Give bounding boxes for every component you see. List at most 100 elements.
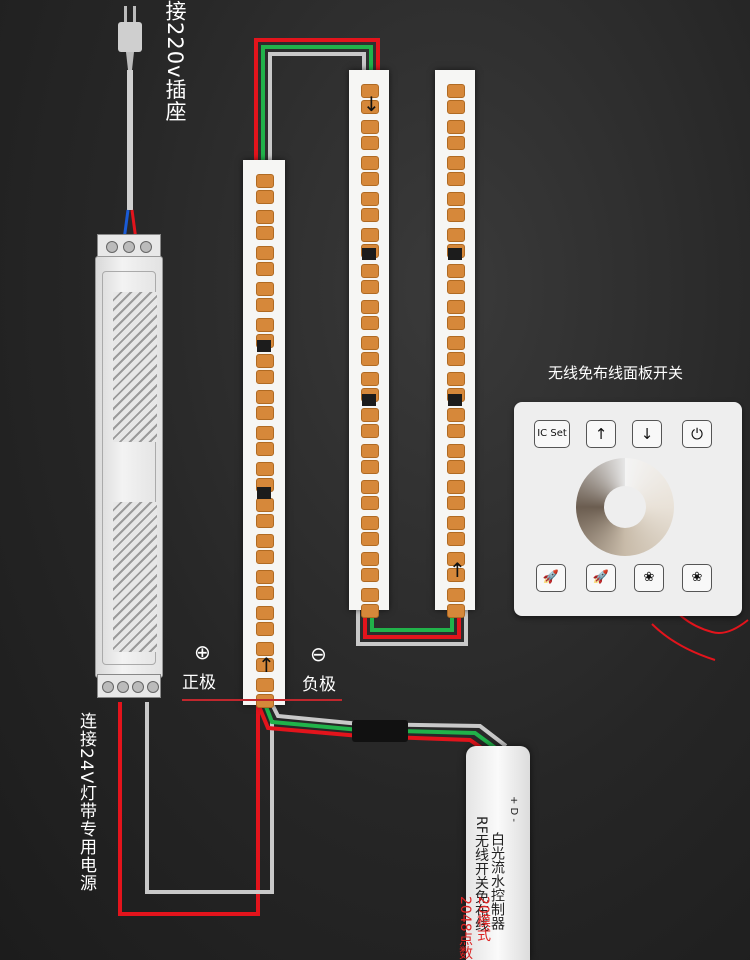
led-chip — [256, 174, 274, 188]
led-chip — [447, 316, 465, 330]
led-chip — [447, 604, 465, 618]
led-chip — [447, 192, 465, 206]
up-button[interactable]: ↑ — [586, 420, 616, 448]
led-chip — [361, 156, 379, 170]
led-chip — [447, 480, 465, 494]
led-chip — [361, 264, 379, 278]
led-chip — [447, 496, 465, 510]
controller-pins: + D - — [508, 796, 519, 823]
rf-controller: + D - 白光流水控制器 RF无线开关免布线 20模式 2048点数 — [457, 746, 530, 960]
psu-body — [95, 256, 163, 678]
mode-button[interactable]: ❀ — [634, 564, 664, 592]
controller-line1: 白光流水控制器 — [489, 832, 505, 930]
led-chip — [447, 460, 465, 474]
ic-set-button[interactable]: IC Set — [534, 420, 570, 448]
psu-panel — [102, 271, 157, 665]
positive-icon: ⊕ — [194, 640, 211, 664]
controller-modes: 20模式 — [475, 896, 491, 942]
led-chip — [361, 568, 379, 582]
down-button[interactable]: ↓ — [632, 420, 662, 448]
led-chip — [256, 570, 274, 584]
led-chip — [361, 516, 379, 530]
led-chip — [361, 336, 379, 350]
led-chip — [361, 352, 379, 366]
psu-input-terminals — [97, 234, 161, 258]
connector — [352, 720, 408, 742]
led-chip — [361, 496, 379, 510]
led-chip — [361, 172, 379, 186]
direction-arrow-icon: ↓ — [363, 92, 380, 116]
mode-alt-button[interactable]: ❀ — [682, 564, 712, 592]
controller-line2: RF无线开关免布线 — [473, 816, 489, 932]
led-chip — [447, 352, 465, 366]
led-chip — [361, 192, 379, 206]
led-chip — [447, 552, 465, 566]
led-chip — [256, 190, 274, 204]
led-chip — [447, 444, 465, 458]
led-chip — [361, 408, 379, 422]
led-chip — [256, 498, 274, 512]
controller-points: 2048点数 — [457, 896, 473, 960]
rocket-icon: 🚀 — [542, 570, 560, 585]
label-power-outlet: 接220v插座 — [163, 0, 187, 123]
led-strip-1: ↑ — [243, 160, 285, 708]
led-chip — [447, 372, 465, 386]
psu-output-terminals — [97, 674, 161, 698]
led-chip — [256, 514, 274, 528]
led-chip — [447, 588, 465, 602]
power-supply — [95, 234, 163, 704]
led-chip — [361, 588, 379, 602]
direction-arrow-icon: ↑ — [258, 653, 275, 677]
brightness-wheel[interactable] — [576, 458, 674, 556]
led-chip — [361, 460, 379, 474]
led-strip-2: ↓ — [349, 70, 389, 618]
led-chip — [361, 100, 379, 114]
led-chip — [447, 336, 465, 350]
led-chip — [361, 604, 379, 618]
led-chip — [256, 642, 274, 656]
led-chip — [447, 172, 465, 186]
led-chip — [447, 228, 465, 242]
led-chip — [447, 516, 465, 530]
controller-line3: 20模式 2048点数 — [456, 896, 492, 960]
led-chip — [256, 586, 274, 600]
speed-plus-button[interactable]: 🚀 — [536, 564, 566, 592]
led-strip-3: ↑ — [435, 70, 475, 618]
wireless-panel-switch: IC Set ↑ ↓ ⏻ 🚀 🚀 ❀ ❀ — [514, 402, 742, 616]
mode-icon: ❀ — [691, 570, 703, 585]
psu-vent — [113, 502, 157, 652]
ic-chip — [448, 394, 462, 406]
led-chip — [361, 480, 379, 494]
led-chip — [361, 372, 379, 386]
label-positive: 正极 — [182, 673, 216, 693]
led-chip — [256, 390, 274, 404]
led-chip — [256, 550, 274, 564]
psu-vent — [113, 292, 157, 442]
led-chip — [256, 354, 274, 368]
led-chip — [447, 264, 465, 278]
ic-chip — [362, 394, 376, 406]
led-chip — [256, 210, 274, 224]
led-chip — [361, 228, 379, 242]
led-chip — [256, 298, 274, 312]
label-negative: 负极 — [302, 675, 336, 695]
led-chip — [256, 606, 274, 620]
led-chip — [361, 84, 379, 98]
led-chip — [256, 534, 274, 548]
led-chip — [256, 442, 274, 456]
led-chip — [256, 370, 274, 384]
led-chip — [256, 622, 274, 636]
led-chip — [256, 282, 274, 296]
led-chip — [361, 552, 379, 566]
negative-icon: ⊖ — [310, 642, 327, 666]
power-button[interactable]: ⏻ — [682, 420, 712, 448]
led-chip — [447, 280, 465, 294]
led-chip — [447, 532, 465, 546]
led-chip — [256, 262, 274, 276]
led-chip — [447, 300, 465, 314]
led-chip — [361, 300, 379, 314]
polarity-underline — [182, 699, 342, 701]
ic-chip — [448, 248, 462, 260]
speed-minus-button[interactable]: 🚀 — [586, 564, 616, 592]
